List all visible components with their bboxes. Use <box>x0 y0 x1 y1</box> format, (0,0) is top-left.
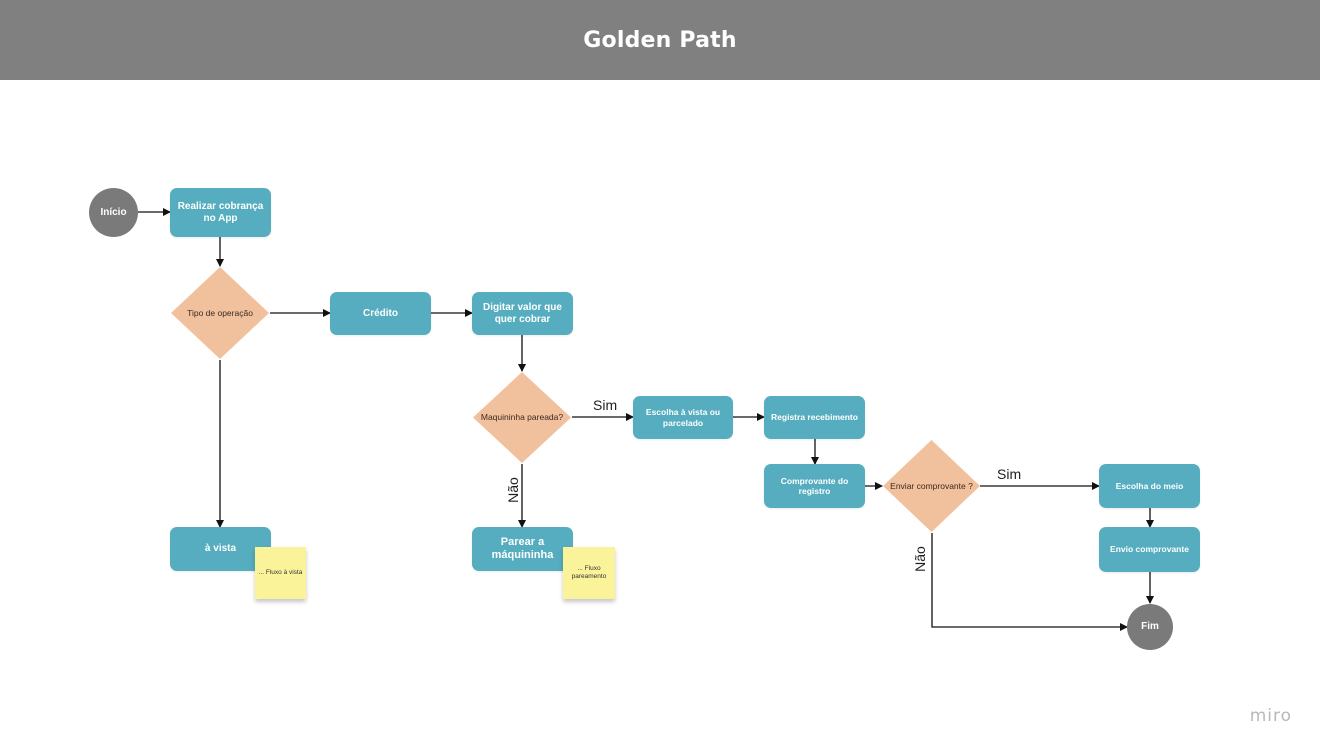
diamond-shape <box>171 267 269 359</box>
miro-watermark: miro <box>1249 706 1292 726</box>
edge-enviar-nao <box>931 533 1128 631</box>
edge-label-enviar-sim: Sim <box>997 466 1022 482</box>
process-parear-maquininha[interactable]: Parear a máquininha <box>472 527 573 571</box>
process-credito[interactable]: Crédito <box>330 292 431 335</box>
board-header: Golden Path <box>0 0 1320 80</box>
process-registra-recebimento[interactable]: Registra recebimento <box>764 396 865 439</box>
process-comprovante-registro[interactable]: Comprovante do registro <box>764 464 865 508</box>
process-envio-comprovante[interactable]: Envio comprovante <box>1099 527 1200 572</box>
edge-label-maquininha-sim: Sim <box>593 397 618 413</box>
sticky-fluxo-a-vista[interactable]: ... Fluxo à vista <box>255 547 306 599</box>
decision-tipo-operacao[interactable]: Tipo de operação <box>170 266 270 360</box>
process-digitar-valor[interactable]: Digitar valor que quer cobrar <box>472 292 573 335</box>
end-node[interactable]: Fim <box>1127 604 1173 650</box>
diamond-shape <box>473 372 571 463</box>
edge-label-maquininha-nao: Não <box>505 477 521 503</box>
process-realizar-cobranca[interactable]: Realizar cobrança no App <box>170 188 271 237</box>
decision-maquininha-pareada[interactable]: Maquininha pareada? <box>472 371 572 464</box>
start-node[interactable]: Início <box>89 188 138 237</box>
decision-label: Enviar comprovante ? <box>890 480 973 491</box>
sticky-fluxo-pareamento[interactable]: ... Fluxo pareamento <box>563 547 615 599</box>
edge-label-enviar-nao: Não <box>912 546 928 572</box>
decision-enviar-comprovante[interactable]: Enviar comprovante ? <box>882 439 981 533</box>
board-title: Golden Path <box>583 27 737 53</box>
decision-label: Tipo de operação <box>187 307 253 318</box>
process-escolha-meio[interactable]: Escolha do meio <box>1099 464 1200 508</box>
process-escolha-vista-parcelado[interactable]: Escolha à vista ou parcelado <box>633 396 733 439</box>
process-a-vista[interactable]: à vista <box>170 527 271 571</box>
diamond-shape <box>883 440 980 532</box>
decision-label: Maquininha pareada? <box>480 412 564 423</box>
